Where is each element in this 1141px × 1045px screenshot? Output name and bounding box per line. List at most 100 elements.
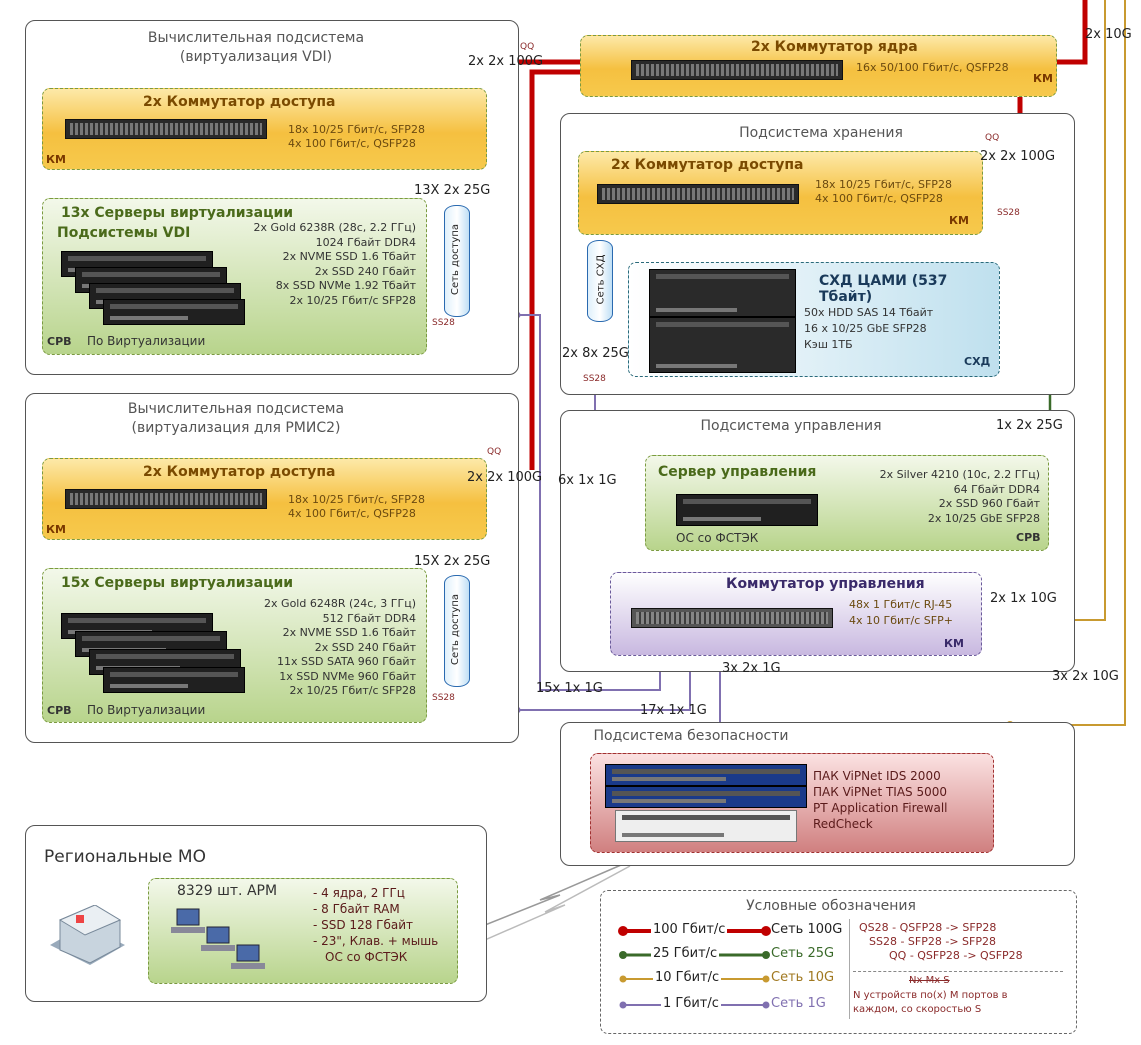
workstation-count: 8329 шт. АРМ — [177, 883, 278, 899]
legend-desc: N устройств по(х) M портов в каждом, со … — [853, 989, 1008, 1017]
spec-line: 11x SSD SATA 960 Гбайт — [277, 655, 416, 668]
core-title: 2x Коммутатор ядра — [751, 39, 918, 55]
server-image — [103, 299, 245, 325]
servers-specs: 2x Gold 6248R (24c, 3 ГГц) 512 Гбайт DDR… — [264, 597, 416, 699]
km-tag: КМ — [1033, 72, 1053, 85]
legend-divider — [849, 919, 850, 1019]
rmis-access-switch[interactable]: 2x Коммутатор доступа 18x 10/25 Гбит/с, … — [42, 458, 487, 540]
workstation-os: ОС со ФСТЭК — [325, 950, 408, 964]
spec-line: 50x HDD SAS 14 Тбайт — [804, 306, 934, 319]
spec-line: 4x 100 Гбит/с, QSFP28 — [288, 507, 416, 520]
security-item: ПАК ViPNet TIAS 5000 — [813, 785, 948, 799]
servers-subtitle: Подсистемы VDI — [57, 225, 191, 241]
storage-array[interactable]: СХД ЦАМИ (537 Тбайт) 50x HDD SAS 14 Тбай… — [628, 262, 1000, 377]
rmis-title: Вычислительная подсистема (виртуализация… — [86, 400, 386, 438]
vdi-title: Вычислительная подсистема (виртуализация… — [106, 29, 406, 67]
core-spec: 16x 50/100 Гбит/с, QSFP28 — [856, 61, 1009, 74]
switch-title: 2x Коммутатор доступа — [143, 94, 336, 110]
storage-network: Сеть СХД — [587, 240, 613, 322]
link-top-right: 2x 10G — [1085, 27, 1132, 42]
servers-footer: По Виртуализации — [87, 703, 206, 717]
mgmt-server[interactable]: Сервер управления 2x Silver 4210 (10c, 2… — [645, 455, 1049, 551]
link-rmis-core: 2x 2x 100G — [467, 470, 543, 485]
qq-tag: QQ — [487, 447, 502, 457]
legend-abbr: QS28 - QSFP28 -> SFP28 SS28 - SFP28 -> S… — [859, 921, 1023, 963]
spec-line: 2x NVME SSD 1.6 Тбайт — [282, 250, 416, 263]
spec-line: 4x 10 Гбит/с SFP+ — [849, 614, 953, 627]
vdi-access-switch[interactable]: 2x Коммутатор доступа 18x 10/25 Гбит/с, … — [42, 88, 487, 170]
switch-image — [631, 60, 843, 80]
storage-array-specs: 50x HDD SAS 14 Тбайт 16 x 10/25 GbE SFP2… — [804, 305, 933, 353]
ss-tag: SS28 — [432, 693, 455, 703]
spec-line: 48x 1 Гбит/с RJ-45 — [849, 598, 953, 611]
spec-line: 1024 Гбайт DDR4 — [315, 235, 416, 249]
legend-name-1: Сеть 1G — [771, 996, 826, 1011]
workstation-specs: - 4 ядра, 2 ГГц - 8 Гбайт RAM - SSD 128 … — [313, 885, 438, 965]
spec-line: 2x Gold 6248R (24c, 3 ГГц) — [264, 597, 416, 610]
storage-title: Подсистема хранения — [739, 125, 903, 141]
spec-line: - 4 ядра, 2 ГГц — [313, 886, 405, 900]
spec-line: 2x 10/25 Гбит/с SFP28 — [289, 293, 416, 307]
legend-name-100: Сеть 100G — [771, 922, 843, 937]
security-appliances[interactable]: ПАК ViPNet IDS 2000 ПАК ViPNet TIAS 5000… — [590, 753, 994, 853]
spec-line: 1x SSD NVMe 960 Гбайт — [279, 669, 416, 683]
rmis-servers[interactable]: 15x Серверы виртуализации 2x Gold 6248R … — [42, 568, 427, 723]
mgmt-server-specs: 2x Silver 4210 (10c, 2.2 ГГц) 64 Гбайт D… — [880, 468, 1040, 526]
security-item: RedCheck — [813, 817, 873, 831]
vdi-servers[interactable]: 13x Серверы виртуализации Подсистемы VDI… — [42, 198, 427, 355]
storage-access-switch[interactable]: 2x Коммутатор доступа 18x 10/25 Гбит/с, … — [578, 151, 983, 235]
spec-line: 4x 100 Гбит/с, QSFP28 — [288, 137, 416, 150]
spec-line: 2x 10/25 Гбит/с SFP28 — [289, 684, 416, 697]
link-mgmt-10g: 2x 1x 10G — [990, 591, 1057, 606]
srv-tag: СРВ — [47, 704, 72, 717]
switch-image — [631, 608, 833, 628]
spec-line: 18x 10/25 Гбит/с, SFP28 — [815, 178, 952, 191]
servers-footer: По Виртуализации — [87, 334, 206, 348]
qq-tag: QQ — [985, 133, 1000, 143]
regional-title: Региональные МО — [44, 847, 206, 867]
wan-link — [459, 861, 629, 936]
spec-line: 2x Gold 6238R (28c, 2.2 ГГц) — [253, 221, 416, 234]
ss-tag: SS28 — [432, 318, 455, 328]
vdi-access-network: Сеть доступа — [444, 205, 470, 317]
network-label: Сеть СХД — [595, 254, 607, 305]
legend-nxm: Nx Mx S — [909, 975, 950, 986]
ss-tag: SS28 — [997, 208, 1020, 218]
legend-speed-100: 100 Гбит/с — [651, 922, 728, 937]
mgmt-switch-specs: 48x 1 Гбит/с RJ-45 4x 10 Гбит/с SFP+ — [849, 597, 953, 629]
security-items: ПАК ViPNet IDS 2000 ПАК ViPNet TIAS 5000… — [813, 768, 948, 832]
mgmt-title: Подсистема управления — [700, 418, 882, 434]
km-tag: КМ — [944, 637, 964, 650]
legend-speed-1: 1 Гбит/с — [661, 996, 721, 1011]
srv-tag: СРВ — [1016, 531, 1041, 544]
core-switch[interactable]: 2x Коммутатор ядра 16x 50/100 Гбит/с, QS… — [580, 35, 1057, 97]
legend-name-25: Сеть 25G — [771, 946, 835, 961]
workstations[interactable]: 8329 шт. АРМ - 4 ядра, 2 ГГц - 8 Гбайт R… — [148, 878, 458, 984]
switch-title: 2x Коммутатор доступа — [143, 464, 336, 480]
vdi-title-line2: (виртуализация VDI) — [179, 49, 333, 65]
spec-line: 16 x 10/25 GbE SFP28 — [804, 322, 927, 335]
mgmt-switch[interactable]: Коммутатор управления 48x 1 Гбит/с RJ-45… — [610, 572, 982, 656]
abbr-line: QS28 - QSFP28 -> SFP28 — [859, 921, 997, 934]
link-storage-sxd: 2x 8x 25G — [562, 346, 629, 361]
sxd-tag: СХД — [964, 355, 991, 368]
rmis-access-network: Сеть доступа — [444, 575, 470, 687]
legend: Условные обозначения 100 Гбит/с 25 Гбит/… — [600, 890, 1077, 1034]
legend-hr — [853, 971, 1063, 972]
appliance-image — [615, 810, 797, 842]
appliance-image — [605, 764, 807, 786]
spec-line: 8x SSD NVMe 1.92 Тбайт — [275, 279, 416, 292]
spec-line: 512 Гбайт DDR4 — [322, 611, 416, 625]
storage-image — [649, 269, 796, 317]
spec-line: - SSD 128 Гбайт — [313, 918, 414, 932]
link-security-10g: 3x 2x 10G — [1052, 669, 1119, 684]
server-image — [103, 667, 245, 693]
spec-line: - 23", Клав. + мышь — [313, 934, 439, 948]
rmis-link-label: 15X 2x 25G — [414, 554, 491, 569]
switch-spec: 18x 10/25 Гбит/с, SFP28 4x 100 Гбит/с, Q… — [815, 178, 952, 206]
legend-speed-10: 10 Гбит/с — [653, 970, 722, 985]
server-image — [676, 494, 818, 526]
legend-title: Условные обозначения — [746, 898, 916, 914]
legend-name-10: Сеть 10G — [771, 970, 835, 985]
switch-title: 2x Коммутатор доступа — [611, 157, 804, 173]
